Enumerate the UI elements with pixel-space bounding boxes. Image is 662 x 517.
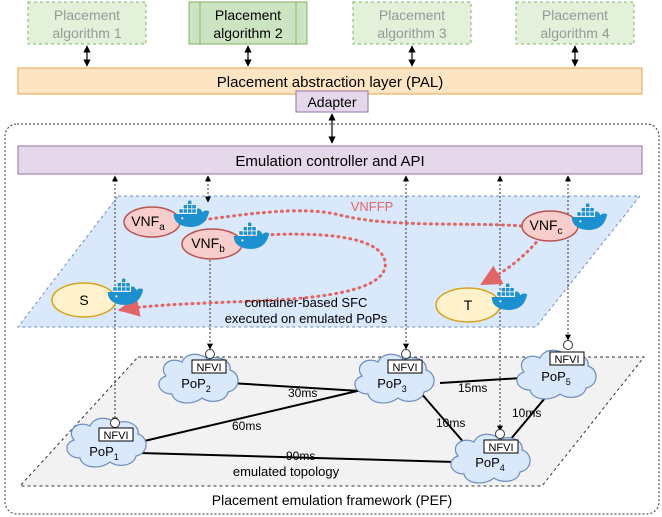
controller-bar — [17, 145, 643, 175]
svg-text:VNFb: VNFb — [191, 235, 225, 255]
algorithm-2-line1: Placement — [215, 7, 281, 23]
sfc-caption-line2: executed on emulated PoPs — [225, 311, 388, 326]
adapter-box — [295, 90, 369, 113]
vnf-a-base: VNF — [131, 213, 159, 229]
vnf-c-sub: c — [558, 226, 563, 237]
vnffp-path-loop — [117, 232, 387, 317]
svg-text:PoP2: PoP2 — [181, 376, 211, 394]
pop-1-node: NFVI PoP1 — [66, 417, 147, 468]
source-node: S — [51, 278, 144, 318]
pef-frame — [4, 123, 660, 515]
controller-label: Emulation controller and API — [235, 153, 424, 170]
algorithm-3-line2: algorithm 3 — [377, 25, 446, 41]
algorithm-3-box: Placement algorithm 3 — [352, 1, 472, 45]
algorithm-2-box: Placement algorithm 2 — [188, 1, 308, 45]
source-label: S — [79, 292, 88, 308]
vnffp-path — [178, 209, 524, 228]
pop-5-sub: 5 — [566, 377, 571, 387]
svg-text:PoP5: PoP5 — [541, 369, 571, 387]
vnf-b-base: VNF — [191, 235, 219, 251]
pal-label: Placement abstraction layer (PAL) — [217, 74, 444, 91]
topology-links — [139, 377, 546, 463]
link-pop1-pop3-label: 60ms — [232, 419, 261, 433]
pop-4-sub: 4 — [500, 463, 505, 473]
algorithm-4-line1: Placement — [542, 7, 608, 23]
vnffp-label: VNFFP — [351, 199, 394, 214]
pop-3-sub: 3 — [402, 384, 407, 394]
link-pop1-pop4-label: 90ms — [286, 449, 315, 463]
nfvi-label: NFVI — [488, 442, 513, 454]
vnf-b-node: VNFb — [181, 222, 270, 260]
vnf-a-node: VNFa — [123, 200, 210, 238]
vnf-c-node: VNFc — [521, 203, 608, 242]
link-pop3-pop5-label: 15ms — [458, 381, 487, 395]
nfvi-label: NFVI — [392, 362, 417, 374]
svg-text:PoP3: PoP3 — [377, 376, 407, 394]
vnf-c-base: VNF — [530, 217, 558, 233]
algorithm-2-line2: algorithm 2 — [213, 25, 282, 41]
control-arrows — [112, 175, 571, 432]
pop-1-sub: 1 — [114, 452, 119, 462]
algorithm-4-box: Placement algorithm 4 — [515, 1, 635, 45]
link-pop3-pop4-label: 10ms — [436, 416, 465, 430]
link-pop2-pop3-label: 30ms — [288, 386, 317, 400]
pop-2-node: NFVI PoP2 — [158, 349, 239, 404]
pef-label: Placement emulation framework (PEF) — [212, 492, 452, 508]
pop-2-base: PoP — [181, 376, 206, 391]
svg-text:PoP4: PoP4 — [475, 455, 505, 473]
svg-text:VNFa: VNFa — [131, 213, 165, 233]
pop-2-sub: 2 — [206, 384, 211, 394]
vnf-a-sub: a — [159, 222, 165, 233]
algorithm-1-box: Placement algorithm 1 — [27, 1, 147, 45]
pop-1-base: PoP — [89, 444, 114, 459]
algorithm-1-line2: algorithm 1 — [52, 25, 121, 41]
pop-3-base: PoP — [377, 376, 402, 391]
target-label: T — [464, 297, 473, 313]
algorithm-4-line2: algorithm 4 — [540, 25, 609, 41]
algorithm-3-line1: Placement — [379, 7, 445, 23]
svg-text:VNFc: VNFc — [530, 217, 563, 237]
adapter-label: Adapter — [307, 94, 356, 110]
nfvi-label: NFVI — [554, 354, 579, 366]
topology-caption: emulated topology — [233, 464, 340, 479]
vnffp-path-end — [480, 236, 542, 286]
pop-4-node: NFVI PoP4 — [450, 429, 531, 484]
sfc-caption-line1: container-based SFC — [245, 295, 368, 310]
vnf-b-sub: b — [219, 244, 225, 255]
pop-3-node: NFVI PoP3 — [354, 349, 435, 404]
algorithm-1-line1: Placement — [54, 7, 120, 23]
target-node: T — [435, 283, 528, 323]
nfvi-label: NFVI — [196, 362, 221, 374]
pop-5-base: PoP — [541, 369, 566, 384]
link-pop4-pop5-label: 10ms — [512, 406, 541, 420]
svg-text:PoP1: PoP1 — [89, 444, 119, 462]
algorithm-pal-arrows — [83, 45, 579, 67]
pop-4-base: PoP — [475, 455, 500, 470]
nfvi-label: NFVI — [103, 430, 128, 442]
pop-5-node: NFVI PoP5 — [516, 340, 597, 400]
